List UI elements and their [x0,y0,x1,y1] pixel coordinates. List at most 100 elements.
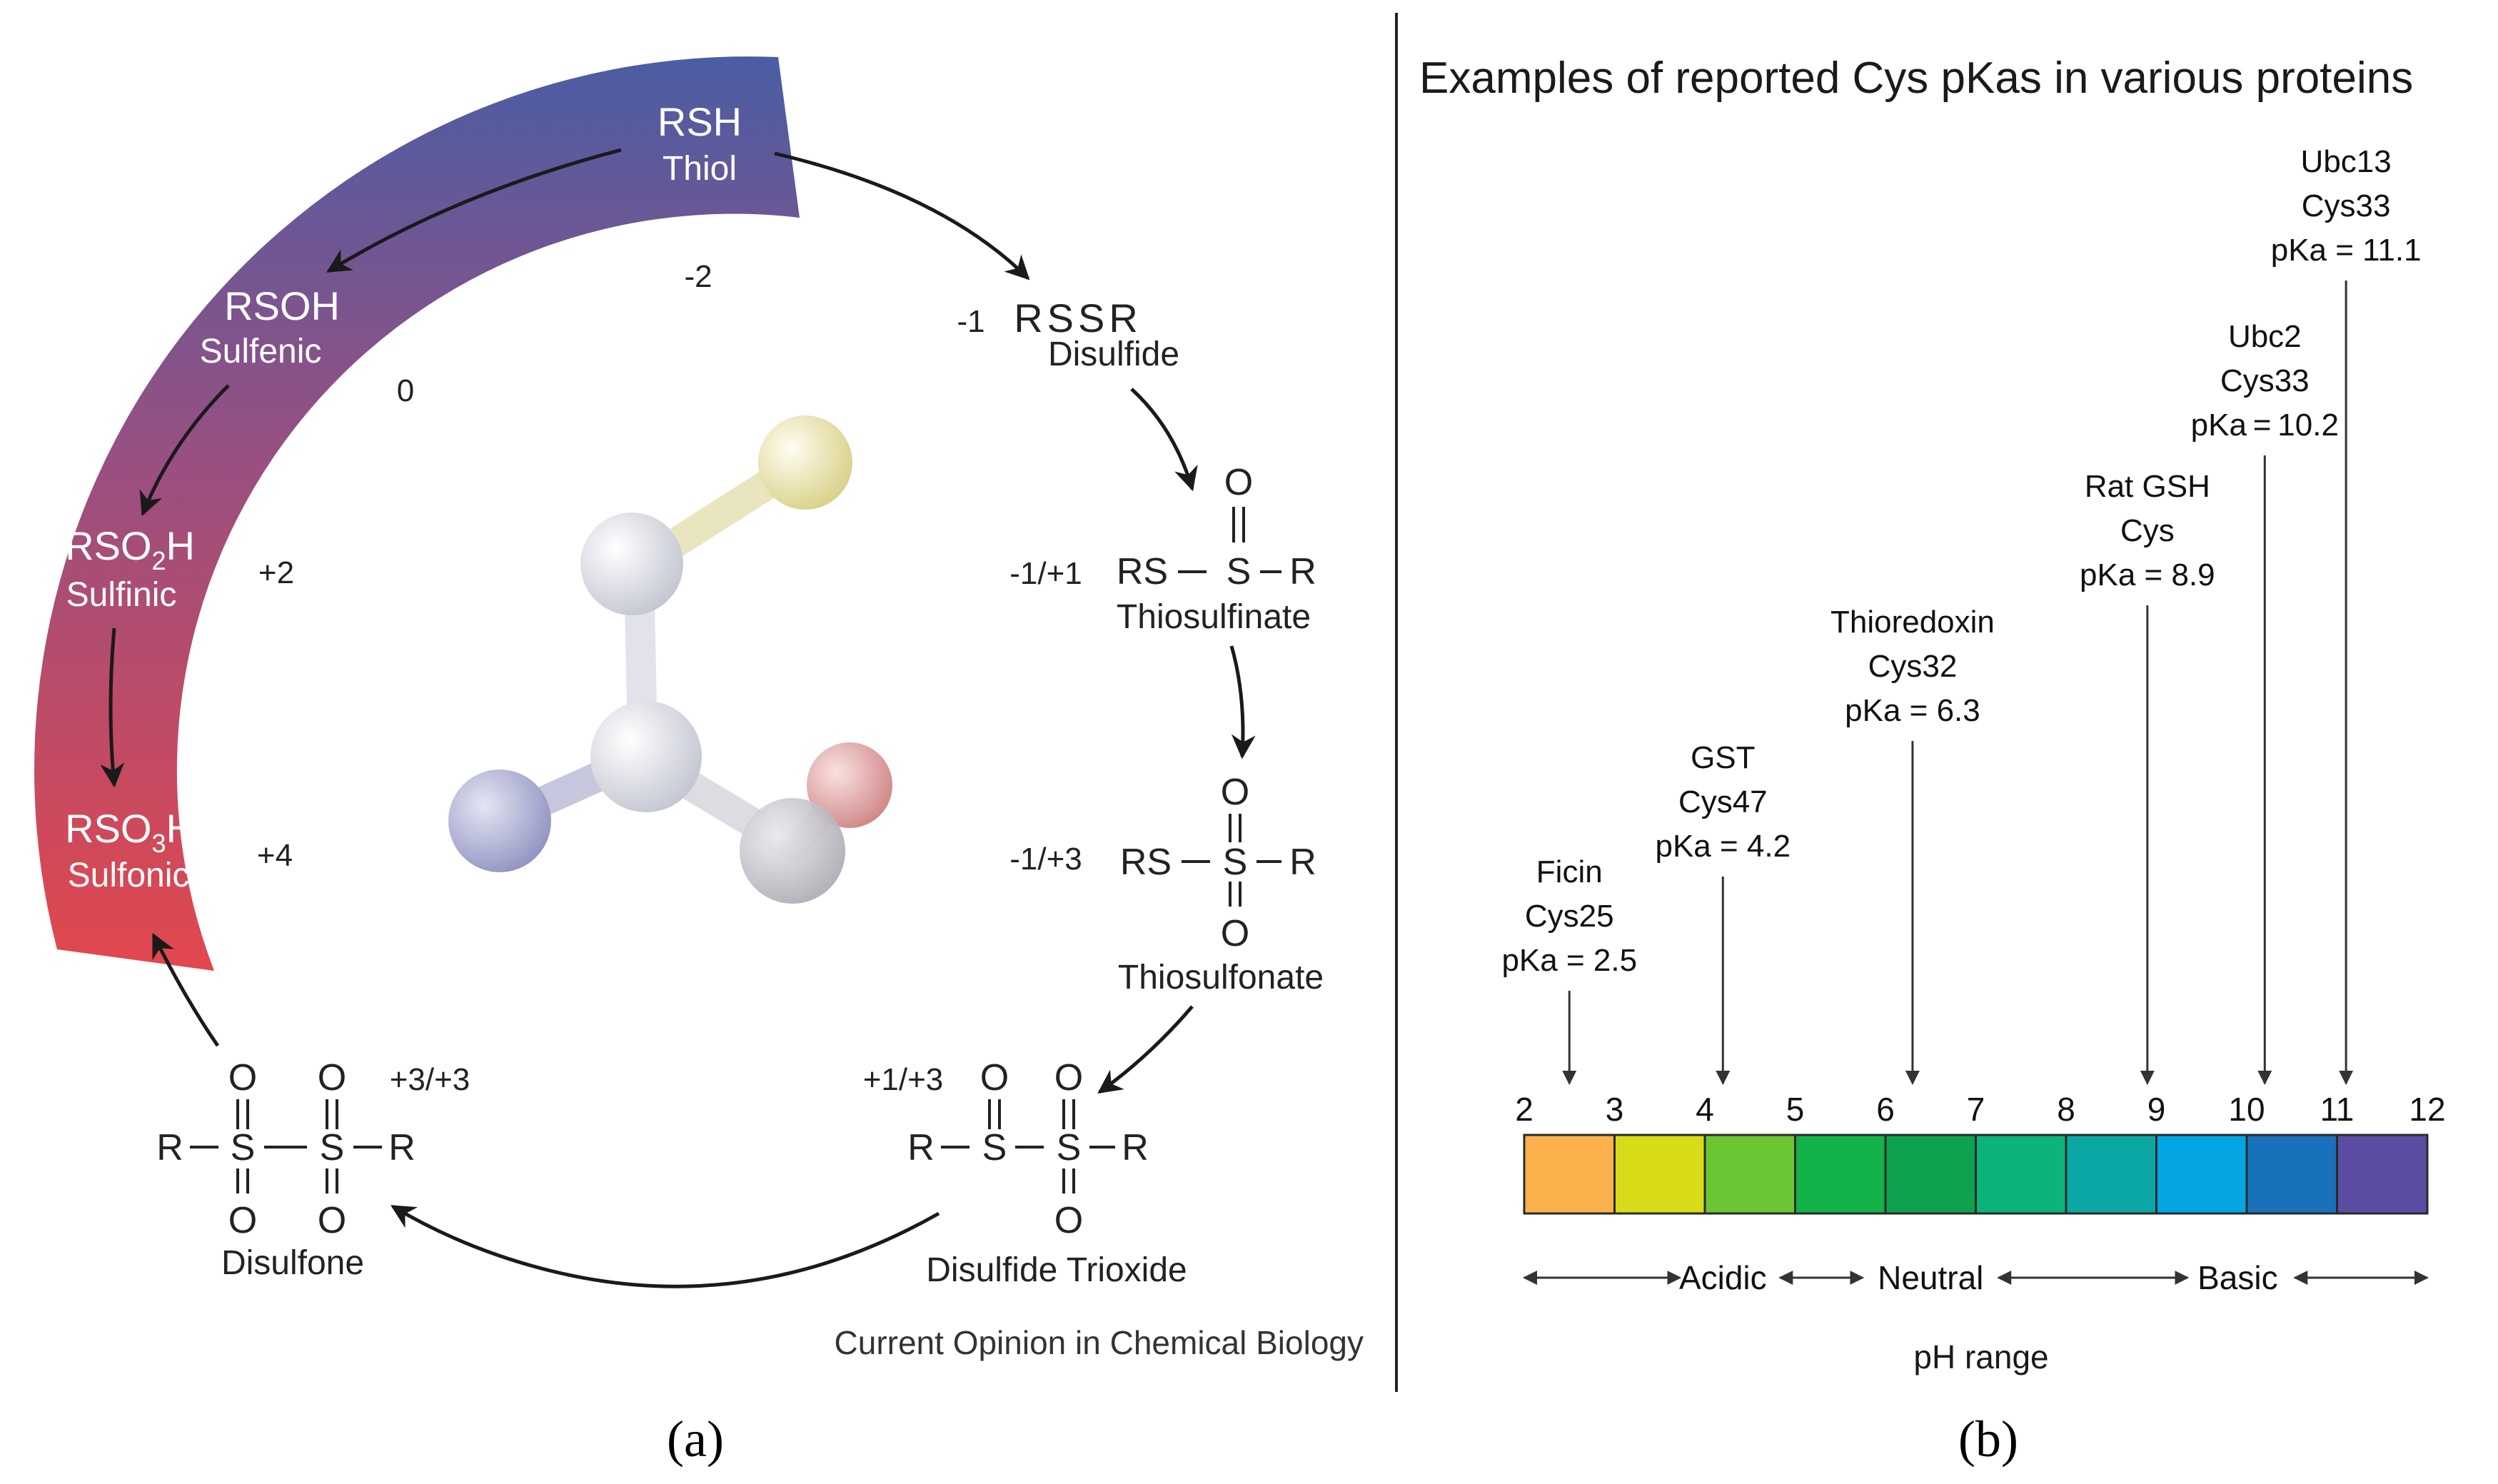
disulfone-structure: +3/+3 R S S R O O O O Disulfone [156,1057,470,1282]
disulfone-state: +3/+3 [390,1062,470,1097]
arrow-disulfide-to-thiosulfinate [1130,388,1198,492]
thiosulfonate-name: Thiosulfonate [1118,959,1324,996]
ph-tick-label-4: 4 [1696,1091,1714,1128]
ph-tick-label-12: 12 [2409,1091,2445,1128]
arrow-sulfinic-to-sulfonic [100,627,125,788]
ph-tick-label-5: 5 [1786,1091,1805,1128]
svg-text:R: R [388,1127,416,1168]
carbonyl-carbon-atom [740,798,845,904]
region-label-neutral: Neutral [1878,1259,1983,1296]
svg-text:S: S [320,1127,345,1168]
region-label-basic: Basic [2197,1259,2277,1296]
sulfinic-name: Sulfinic [66,576,177,614]
ph-axis-label: pH range [1913,1338,2048,1376]
thiosulfonate-structure: -1/+3 RS S R O O Thiosulfonate [1009,772,1324,996]
disulfide-trioxide-state: +1/+3 [863,1062,944,1097]
ph-segment-2 [1523,1134,1616,1215]
panel-b: Examples of reported Cys pKas in various… [1419,54,2446,1468]
sulfenic-formula: RSOH [224,283,340,328]
ph-segment-7 [1975,1134,2068,1215]
thiol-formula: RSH [658,99,742,144]
thiosulfonate-state: -1/+3 [1009,842,1082,877]
disulfide-formula: RSSR [1014,296,1142,340]
ph-segment-3 [1613,1134,1706,1215]
ph-segment-9 [2155,1134,2248,1215]
cysteine-ball-stick-model [448,415,892,904]
oxygen-atom [807,742,892,828]
ph-tick-label-6: 6 [1876,1091,1895,1128]
disulfide-name: Disulfide [1048,335,1179,373]
arrow-thiol-to-disulfide [774,151,1030,281]
ph-tick-label-2: 2 [1515,1091,1533,1128]
protein-label-5-line-0: Ubc13 [2301,144,2392,179]
arrow-thiol-to-sulfenic [326,148,622,273]
ph-segment-5 [1794,1134,1887,1215]
protein-label-2-line-1: Cys32 [1868,649,1958,684]
arrow-thiosulfonate-to-trioxide [1097,1005,1194,1094]
svg-text:S: S [1057,1127,1082,1168]
svg-text:R: R [1289,551,1316,592]
thiol-name: Thiol [663,150,737,188]
svg-text:R: R [907,1127,935,1168]
sulfonic-formula: RSO3H [65,806,195,858]
disulfide-state: -1 [957,304,984,339]
arrow-sulfenic-to-sulfinic [139,384,230,517]
svg-text:O: O [1054,1200,1083,1241]
protein-label-3-line-2: pKa = 8.9 [2080,557,2215,592]
thiosulfinate-structure: -1/+1 RS S R O Thiosulfinate [1009,462,1316,636]
arrow-disulfone-to-sulfonic [151,932,220,1047]
thiol-state: -2 [684,259,712,294]
disulfone-name: Disulfone [221,1244,364,1282]
sulfonic-name: Sulfonic [68,857,190,894]
protein-label-4-line-2: pKa = 10.2 [2191,408,2339,443]
svg-text:RS: RS [1117,551,1168,592]
svg-text:R: R [1122,1127,1149,1168]
svg-text:O: O [1224,462,1253,503]
protein-label-3-line-0: Rat GSH [2085,469,2210,504]
svg-text:O: O [1221,913,1249,954]
svg-text:S: S [1223,842,1248,883]
nitrogen-atom [448,769,551,872]
svg-text:O: O [980,1057,1009,1099]
ph-tick-label-11: 11 [2320,1091,2355,1128]
ph-tick-label-7: 7 [1967,1091,1985,1128]
ph-tick-label-3: 3 [1606,1091,1624,1128]
svg-text:O: O [228,1057,257,1099]
ph-segment-10 [2245,1134,2338,1215]
sulfenic-name: Sulfenic [200,333,322,370]
protein-label-4-line-0: Ubc2 [2228,319,2302,354]
svg-text:S: S [231,1127,256,1168]
thiosulfinate-state: -1/+1 [1009,556,1082,591]
svg-text:RS: RS [1120,842,1172,883]
journal-credit: Current Opinion in Chemical Biology [835,1324,1364,1361]
thiosulfinate-name: Thiosulfinate [1117,598,1311,636]
svg-text:O: O [318,1057,346,1099]
svg-text:R: R [1289,842,1316,883]
disulfide-trioxide-name: Disulfide Trioxide [926,1251,1187,1289]
protein-label-1-line-2: pKa = 4.2 [1655,829,1791,864]
svg-text:O: O [318,1200,346,1241]
ph-segment-4 [1703,1134,1796,1215]
ph-segment-8 [2065,1134,2157,1215]
protein-label-2-line-2: pKa = 6.3 [1845,693,1980,728]
ph-segment-11 [2336,1134,2429,1215]
panel-a: RSH Thiol -2 RSOH Sulfenic 0 RSO2H Sulfi… [34,56,1364,1468]
chart-title: Examples of reported Cys pKas in various… [1419,54,2413,103]
protein-label-1-line-0: GST [1691,740,1755,775]
sulfenic-state: 0 [397,373,414,408]
ph-segment-6 [1884,1134,1977,1215]
ph-tick-label-10: 10 [2228,1091,2265,1128]
arrow-trioxide-to-disulfone [391,1204,940,1288]
svg-text:O: O [228,1200,257,1241]
svg-text:S: S [1227,551,1251,592]
protein-label-4-line-1: Cys33 [2220,363,2310,398]
panel-a-caption: (a) [667,1410,724,1468]
region-label-acidic: Acidic [1679,1259,1767,1296]
ph-tick-label-9: 9 [2147,1091,2166,1128]
svg-text:O: O [1221,772,1249,813]
oxidation-state-arc [34,56,800,971]
svg-text:R: R [156,1127,183,1168]
disulfide-trioxide-structure: +1/+3 R S S R O O O Disulfide Trioxide [863,1057,1187,1289]
